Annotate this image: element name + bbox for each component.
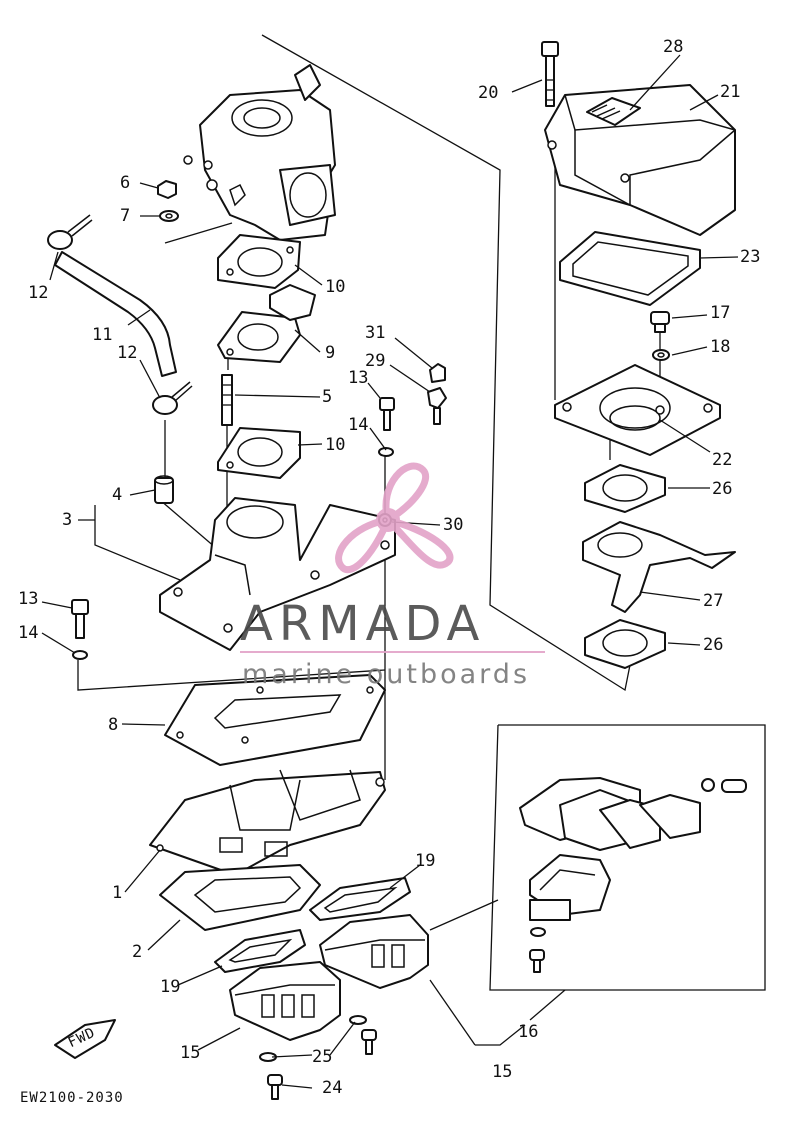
- spacer-9: [217, 284, 316, 363]
- callout-7: 7: [120, 206, 130, 226]
- washer-14-top: [378, 447, 394, 457]
- intake-manifold-3: [159, 497, 396, 651]
- callout-14-left: 14: [18, 623, 38, 643]
- callout-26-bottom: 26: [703, 635, 723, 655]
- fwd-arrow: FWD: [54, 1019, 116, 1059]
- callout-27: 27: [703, 591, 723, 611]
- callout-22: 22: [712, 450, 732, 470]
- label-28: [586, 97, 641, 126]
- callout-15-left: 15: [180, 1043, 200, 1063]
- callout-13-top: 13: [348, 368, 368, 388]
- callout-21: 21: [720, 82, 740, 102]
- callout-30: 30: [443, 515, 463, 535]
- callout-3: 3: [62, 510, 72, 530]
- callout-23: 23: [740, 247, 760, 267]
- reed-valve-15-right: [319, 914, 429, 989]
- callout-29: 29: [365, 351, 385, 371]
- silencer-base-22: [554, 364, 721, 456]
- bracket-27: [582, 521, 736, 613]
- diagram-code: EW2100-2030: [20, 1090, 124, 1106]
- callout-1: 1: [112, 883, 122, 903]
- intake-silencer-21: [544, 84, 736, 236]
- callout-16: 16: [518, 1022, 538, 1042]
- callout-8: 8: [108, 715, 118, 735]
- nut-6: [157, 180, 177, 199]
- carburetor: [183, 64, 336, 241]
- gasket-19-right: [309, 877, 411, 921]
- hose-clamp-12-bottom: [152, 381, 193, 415]
- screw-24: [267, 1029, 377, 1100]
- stud-5: [221, 374, 233, 426]
- callout-19-left: 19: [160, 977, 180, 997]
- callout-10-top: 10: [325, 277, 345, 297]
- callout-25: 25: [312, 1047, 332, 1067]
- spacer-4: [154, 475, 174, 504]
- callout-28: 28: [663, 37, 683, 57]
- callout-24: 24: [322, 1078, 342, 1098]
- watermark-tagline: marine outboards: [242, 659, 530, 690]
- watermark: ARMADA marine outboards: [240, 462, 545, 690]
- gasket-26-bottom: [584, 619, 666, 669]
- hose-clamp-12-top: [47, 214, 93, 250]
- watermark-brand: ARMADA: [240, 596, 485, 652]
- propeller-logo-icon: [335, 462, 454, 574]
- callouts: 28 21 20 23 17 18 22 26 27 26 6 7 12 10 …: [18, 37, 760, 1098]
- reed-valve-detail-box: [429, 724, 766, 991]
- callout-19-right: 19: [415, 851, 435, 871]
- hose-11: [54, 251, 177, 377]
- bolt-20: [541, 41, 559, 107]
- callout-26-top: 26: [712, 479, 732, 499]
- callout-12-top: 12: [28, 283, 48, 303]
- cap-31: [429, 363, 446, 383]
- callout-2: 2: [132, 942, 142, 962]
- callout-15-bottom: 15: [492, 1062, 512, 1082]
- callout-31: 31: [365, 323, 385, 343]
- callout-14-top: 14: [348, 415, 368, 435]
- callout-18: 18: [710, 337, 730, 357]
- gasket-10-mid: [217, 427, 301, 479]
- callout-6: 6: [120, 173, 130, 193]
- washer-7: [159, 210, 179, 222]
- gasket-8: [164, 674, 386, 766]
- callout-11: 11: [92, 325, 112, 345]
- gasket-26-top: [584, 464, 666, 513]
- bolt-13-left: [71, 599, 89, 639]
- callout-9: 9: [325, 343, 335, 363]
- leader-lines: [41, 54, 739, 1089]
- reed-valve-body-1: [149, 769, 386, 876]
- gasket-10-top: [217, 234, 301, 289]
- washer-18: [652, 349, 670, 361]
- gasket-2: [159, 864, 321, 931]
- callout-12-bottom: 12: [117, 343, 137, 363]
- callout-4: 4: [112, 485, 122, 505]
- callout-17: 17: [710, 303, 730, 323]
- fitting-29: [427, 387, 447, 425]
- gasket-19-left: [214, 929, 306, 973]
- reed-valve-15-left: [229, 961, 341, 1041]
- gasket-23: [559, 231, 701, 306]
- callout-20: 20: [478, 83, 498, 103]
- callout-10-mid: 10: [325, 435, 345, 455]
- callout-5: 5: [322, 387, 332, 407]
- washer-14-left: [72, 650, 88, 660]
- bolt-17: [650, 311, 670, 333]
- callout-13-left: 13: [18, 589, 38, 609]
- bolt-13-top: [379, 397, 395, 431]
